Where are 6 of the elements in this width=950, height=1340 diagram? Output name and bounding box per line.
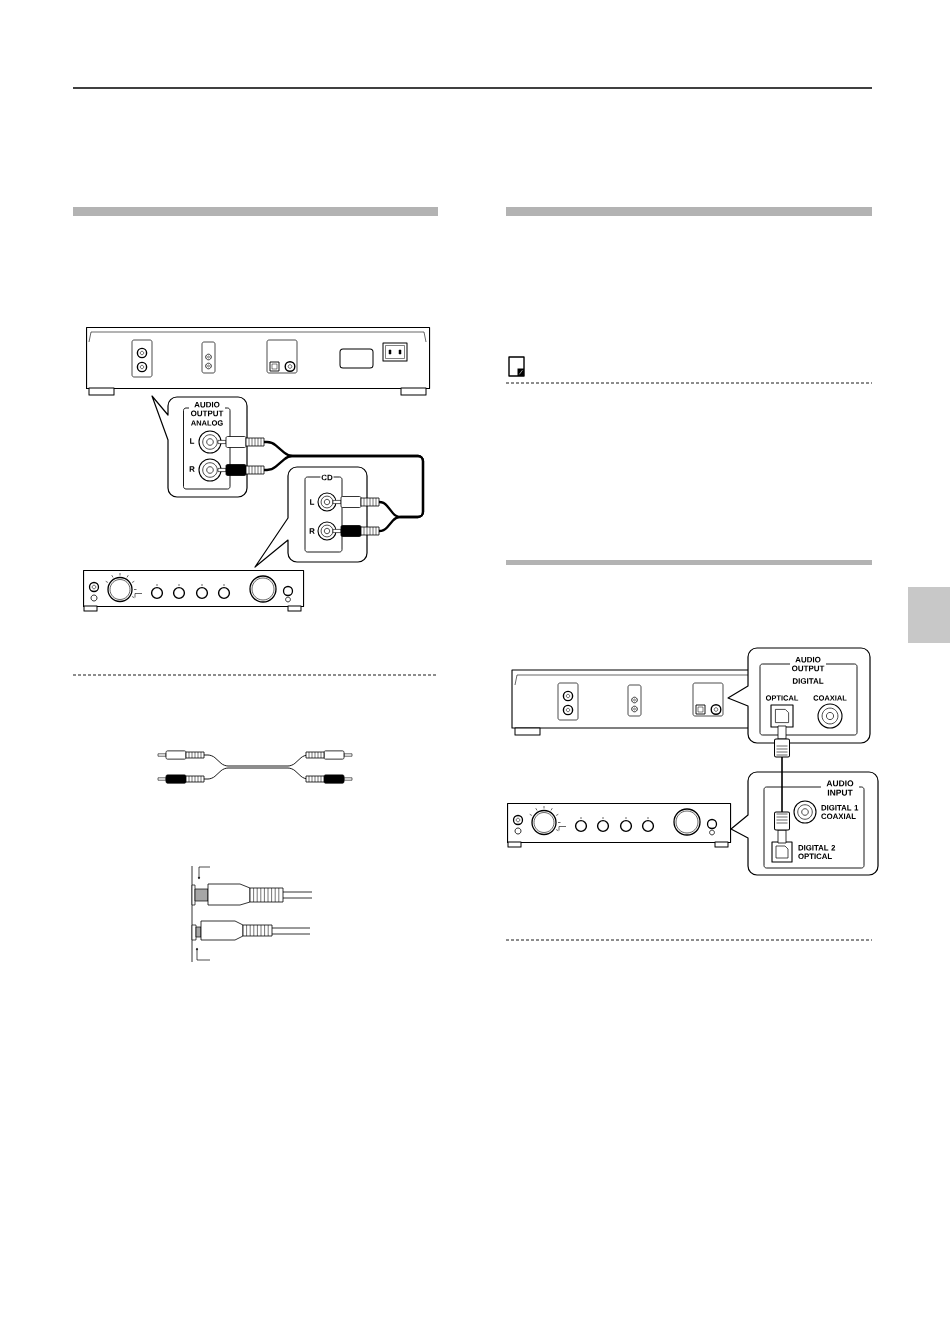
amplifier-front-drawing [83, 570, 305, 612]
amplifier-front-drawing [507, 803, 732, 848]
optical-cable [774, 725, 790, 844]
player-rear-drawing [511, 669, 749, 736]
rca-cable [217, 454, 425, 537]
player-rear-drawing [86, 327, 431, 396]
